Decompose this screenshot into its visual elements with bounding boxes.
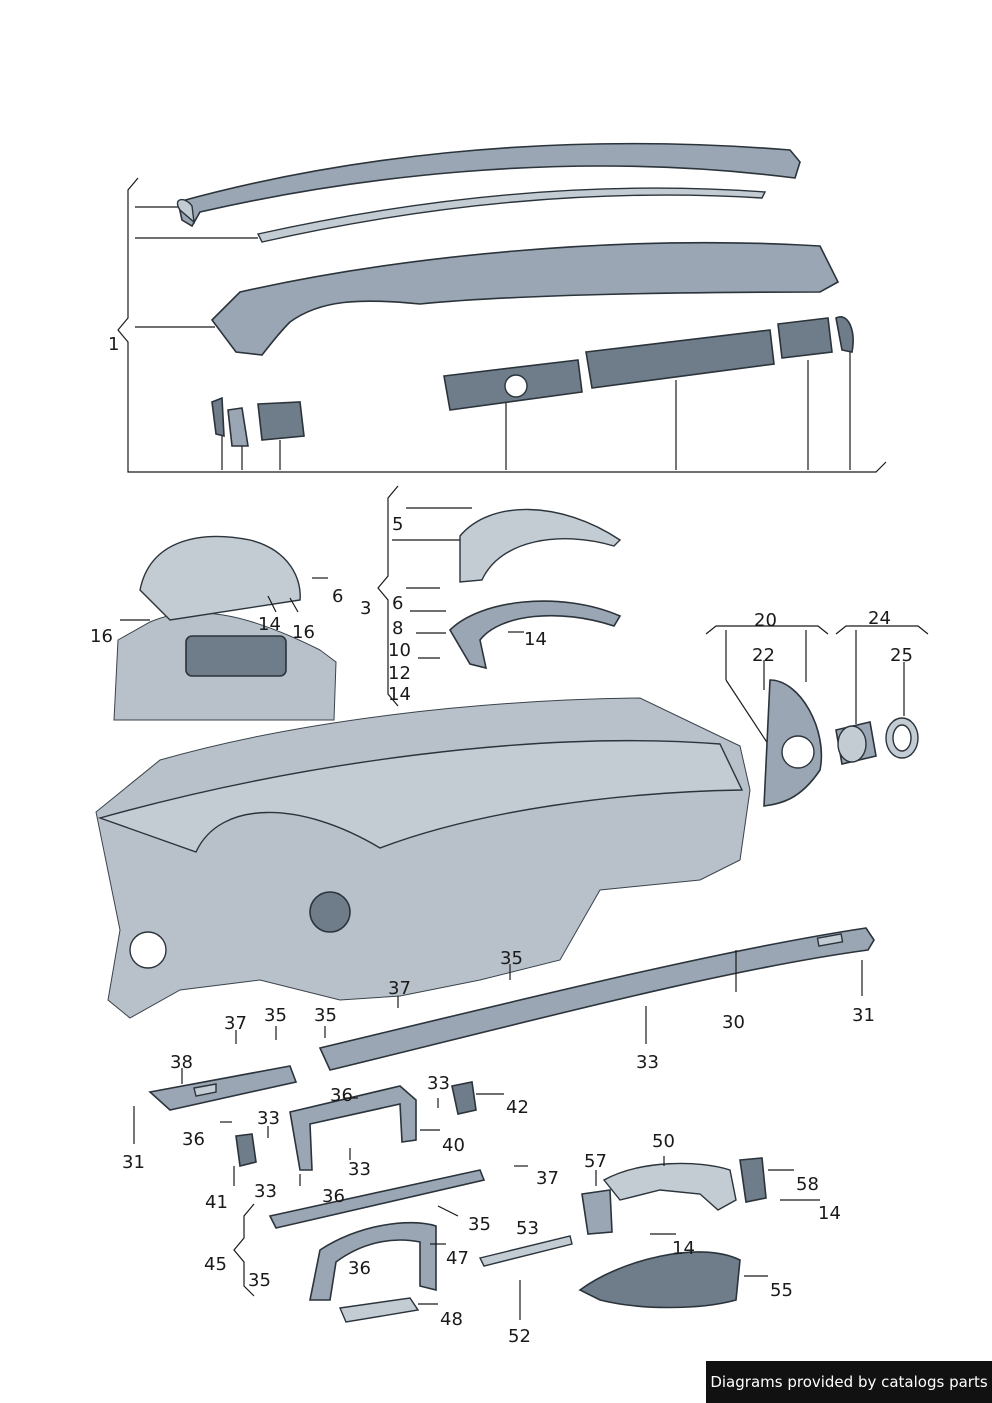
label-14-column: 14 bbox=[672, 1238, 695, 1259]
trim-endcap-right bbox=[835, 316, 854, 353]
lower-column-cover-55 bbox=[578, 1251, 741, 1309]
label-47: 47 bbox=[446, 1248, 469, 1269]
label-37-left: 37 bbox=[224, 1013, 247, 1034]
label-35-mid: 35 bbox=[314, 1005, 337, 1026]
label-35-bottom: 35 bbox=[248, 1270, 271, 1291]
label-33-lower: 33 bbox=[348, 1159, 371, 1180]
label-55: 55 bbox=[770, 1280, 793, 1301]
bracket-42 bbox=[451, 1081, 477, 1115]
trim-panel-center bbox=[585, 329, 775, 389]
cluster-frame bbox=[448, 600, 622, 670]
leader-lines bbox=[120, 577, 863, 1320]
label-31-left: 31 bbox=[122, 1152, 145, 1173]
vent-tube bbox=[835, 721, 877, 765]
label-52: 52 bbox=[508, 1326, 531, 1347]
label-37-right: 37 bbox=[536, 1168, 559, 1189]
label-58: 58 bbox=[796, 1174, 819, 1195]
credit-badge: Diagrams provided by catalogs parts bbox=[706, 1361, 992, 1403]
label-14-inset: 14 bbox=[258, 614, 281, 635]
trim-48 bbox=[338, 1297, 420, 1323]
instrument-cluster-cover bbox=[459, 508, 622, 583]
label-38: 38 bbox=[170, 1052, 193, 1073]
group-24-bracket bbox=[835, 625, 929, 724]
label-10: 10 bbox=[388, 640, 411, 661]
small-vent-right bbox=[257, 401, 305, 441]
label-20: 20 bbox=[754, 610, 777, 631]
label-41: 41 bbox=[205, 1192, 228, 1213]
label-25: 25 bbox=[890, 645, 913, 666]
trim-panel-right bbox=[777, 317, 833, 359]
group-20-bracket bbox=[705, 625, 829, 751]
label-31-right: 31 bbox=[852, 1005, 875, 1026]
dash-top-cover bbox=[210, 241, 840, 356]
vent-housing-right bbox=[763, 679, 823, 807]
label-5: 5 bbox=[392, 514, 403, 535]
group-3-bracket bbox=[377, 485, 472, 707]
label-36-carrier: 36 bbox=[322, 1186, 345, 1207]
label-14-cover: 14 bbox=[524, 629, 547, 650]
upper-trim-strip bbox=[176, 142, 801, 228]
inset-dash-closeup bbox=[113, 535, 337, 721]
label-40: 40 bbox=[442, 1135, 465, 1156]
label-57: 57 bbox=[584, 1151, 607, 1172]
label-6-inset: 6 bbox=[332, 586, 343, 607]
callout-labels: 1 3 5 6 8 10 12 14 14 6 16 14 16 20 22 2… bbox=[90, 334, 913, 1347]
label-53: 53 bbox=[516, 1218, 539, 1239]
cover-57 bbox=[581, 1189, 613, 1235]
label-48: 48 bbox=[440, 1309, 463, 1330]
label-36-mid: 36 bbox=[330, 1085, 353, 1106]
label-16-left: 16 bbox=[90, 626, 113, 647]
label-33-mid: 33 bbox=[636, 1052, 659, 1073]
label-14-right: 14 bbox=[818, 1203, 841, 1224]
bracket-41 bbox=[235, 1133, 257, 1167]
label-35-left: 35 bbox=[264, 1005, 287, 1026]
knee-frame-40 bbox=[289, 1085, 417, 1171]
label-33-bottom: 33 bbox=[254, 1181, 277, 1202]
label-24: 24 bbox=[868, 608, 891, 629]
label-12: 12 bbox=[388, 663, 411, 684]
label-50: 50 bbox=[652, 1131, 675, 1152]
glovebox-frame-47 bbox=[309, 1221, 437, 1301]
small-vent-left bbox=[211, 396, 225, 438]
vent-ring bbox=[885, 717, 919, 759]
label-6-cover: 6 bbox=[392, 593, 403, 614]
label-37-top: 37 bbox=[388, 978, 411, 999]
label-33-left: 33 bbox=[257, 1108, 280, 1129]
defroster-strip bbox=[256, 187, 767, 243]
label-30: 30 bbox=[722, 1012, 745, 1033]
label-22: 22 bbox=[752, 645, 775, 666]
trim-panel-clock bbox=[443, 359, 583, 411]
bracket-53 bbox=[478, 1235, 573, 1267]
label-8: 8 bbox=[392, 618, 403, 639]
label-36-left: 36 bbox=[182, 1129, 205, 1150]
label-42: 42 bbox=[506, 1097, 529, 1118]
lower-left-trim-38 bbox=[148, 1065, 298, 1111]
label-14-group: 14 bbox=[388, 684, 411, 705]
label-3: 3 bbox=[360, 598, 371, 619]
trim-58 bbox=[739, 1157, 767, 1203]
label-45: 45 bbox=[204, 1254, 227, 1275]
carrier-45 bbox=[268, 1169, 486, 1229]
label-16-right: 16 bbox=[292, 622, 315, 643]
steering-column-cover-50 bbox=[602, 1162, 737, 1211]
label-35-top: 35 bbox=[500, 948, 523, 969]
main-dashboard-body bbox=[95, 697, 751, 1019]
small-vent-mid bbox=[227, 407, 249, 447]
label-36-glovebox: 36 bbox=[348, 1258, 371, 1279]
label-35-carrier: 35 bbox=[468, 1214, 491, 1235]
label-1: 1 bbox=[108, 334, 119, 355]
label-33-upper: 33 bbox=[427, 1073, 450, 1094]
